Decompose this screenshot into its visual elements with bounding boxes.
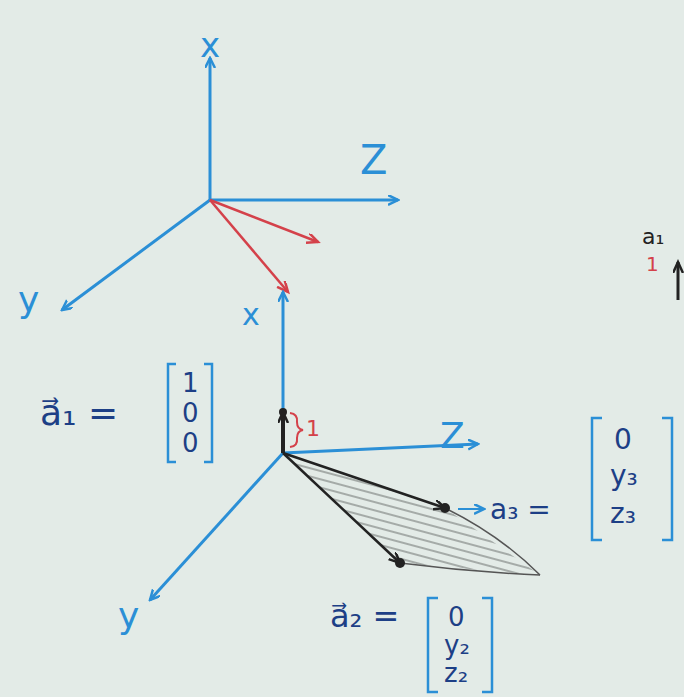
matrix-entry: 0 — [614, 426, 632, 454]
matrix-entry: y₃ — [610, 462, 638, 490]
matrix-entry: z₃ — [610, 500, 636, 528]
axis-label: y — [118, 598, 139, 634]
vector-name: a⃗₁ = — [40, 395, 118, 431]
matrix-entry: 0 — [182, 400, 199, 426]
axis-label: Z — [360, 140, 387, 180]
vector-name: a₃ = — [490, 496, 551, 524]
vector-name: a₁ — [642, 226, 664, 248]
length-label: 1 — [646, 254, 659, 274]
vector-name: a⃗₂ = — [330, 600, 399, 632]
length-label: 1 — [306, 418, 320, 440]
matrix-entry: 0 — [182, 430, 199, 456]
matrix-entry: z₂ — [444, 660, 468, 686]
axis-label: y — [18, 282, 39, 318]
matrix-entry: 0 — [448, 604, 465, 630]
axis-label: x — [200, 28, 220, 62]
axis-label: x — [242, 300, 260, 330]
matrix-entry: 1 — [182, 370, 199, 396]
axis-label: Z — [440, 418, 465, 454]
matrix-entry: y₂ — [444, 632, 470, 658]
